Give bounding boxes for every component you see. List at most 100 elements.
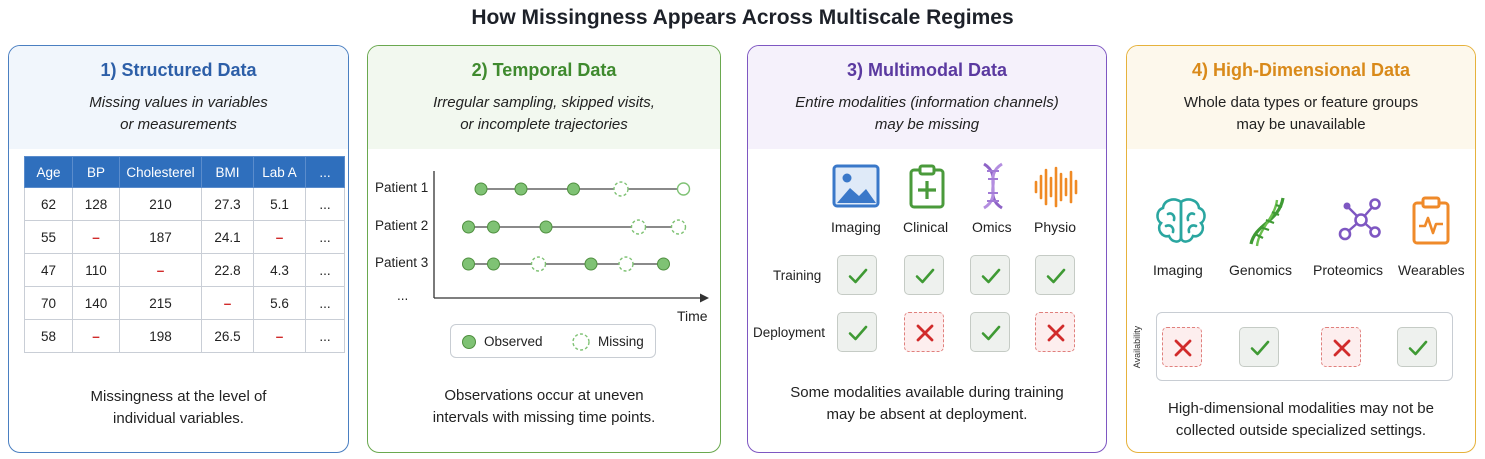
table-cell: 47	[24, 253, 73, 287]
table-header-cell: Age	[24, 156, 73, 188]
available-tile	[837, 312, 877, 352]
hd-modality-label: Wearables	[1398, 262, 1465, 278]
missing-tile	[1035, 312, 1075, 352]
missing-tile	[1162, 327, 1202, 367]
table-cell: 55	[24, 220, 73, 254]
table-cell: –	[72, 220, 120, 254]
hd-modality-label: Proteomics	[1313, 262, 1384, 278]
temporal-footer-line2: intervals with missing time points.	[432, 409, 656, 426]
table-cell: ...	[305, 253, 345, 287]
wearables-clipboard-icon	[1412, 196, 1450, 245]
structured-title: 1) Structured Data	[100, 60, 257, 80]
multimodal-subtitle-line2: may be missing	[874, 116, 980, 133]
patient-label: Patient 2	[375, 218, 429, 233]
brain-icon	[1156, 198, 1206, 243]
temporal-title: 2) Temporal Data	[471, 60, 617, 80]
structured-footer: Missingness at the level of individual v…	[9, 386, 348, 430]
cross-icon	[1333, 339, 1351, 357]
table-cell: 27.3	[201, 187, 254, 221]
modality-label: Imaging	[831, 219, 881, 235]
structured-footer-line1: Missingness at the level of	[90, 388, 267, 405]
highdim-subtitle-line1: Whole data types or feature groups	[1183, 94, 1419, 111]
highdim-subtitle: Whole data types or feature groups may b…	[1127, 92, 1475, 136]
table-cell: –	[72, 319, 120, 353]
missing-point	[670, 219, 687, 235]
timeline-chart	[433, 171, 709, 303]
available-tile	[904, 255, 944, 295]
availability-axis-label: Availability	[1132, 325, 1142, 369]
missing-point	[530, 256, 547, 272]
table-cell: –	[119, 253, 202, 287]
table-cell: 110	[72, 253, 120, 287]
table-cell: 5.6	[253, 286, 306, 320]
observed-point	[567, 182, 580, 196]
observed-point	[462, 257, 475, 271]
table-header-cell: BP	[72, 156, 120, 188]
table-cell: –	[253, 220, 306, 254]
available-tile	[970, 312, 1010, 352]
modality-label: Omics	[972, 219, 1012, 235]
table-header-cell: Lab A	[253, 156, 306, 188]
table-cell: –	[253, 319, 306, 353]
temporal-footer-line1: Observations occur at uneven	[444, 387, 644, 404]
missing-point	[613, 181, 629, 197]
highdim-subtitle-line2: may be unavailable	[1236, 116, 1366, 133]
missing-tile	[1321, 327, 1361, 367]
available-tile	[1239, 327, 1279, 367]
table-cell: 140	[72, 286, 120, 320]
hd-modality-label: Genomics	[1229, 262, 1293, 278]
table-cell: ...	[305, 220, 345, 254]
clinical-icon	[909, 164, 945, 209]
multimodal-footer-line2: may be absent at deployment.	[826, 406, 1028, 423]
table-cell: 5.1	[253, 187, 306, 221]
missing-point	[676, 182, 691, 196]
multimodal-footer: Some modalities available during trainin…	[748, 382, 1106, 426]
deployment-row-label: Deployment	[753, 325, 826, 340]
page-title: How Missingness Appears Across Multiscal…	[471, 6, 1014, 29]
available-tile	[1397, 327, 1437, 367]
highdim-title: 4) High-Dimensional Data	[1191, 60, 1411, 80]
observed-legend-icon	[462, 335, 476, 349]
timeline-legend: Observed Missing	[450, 324, 656, 358]
cross-icon	[1174, 339, 1192, 357]
timeline-axis-arrow	[700, 293, 709, 303]
legend-missing-label: Missing	[598, 334, 644, 349]
multimodal-subtitle: Entire modalities (information channels)…	[748, 92, 1106, 136]
table-cell: 24.1	[201, 220, 254, 254]
table-cell: 210	[119, 187, 202, 221]
table-cell: 215	[119, 286, 202, 320]
table-cell: ...	[305, 187, 345, 221]
check-icon	[848, 268, 868, 284]
missing-tile	[904, 312, 944, 352]
structured-header: 1) Structured Data Missing values in var…	[9, 46, 348, 149]
check-icon	[981, 268, 1001, 284]
modality-label: Physio	[1034, 219, 1077, 235]
table-cell: 58	[24, 319, 73, 353]
highdim-header: 4) High-Dimensional Data Whole data type…	[1127, 46, 1475, 149]
legend-observed-label: Observed	[484, 334, 543, 349]
check-icon	[1408, 340, 1428, 356]
multimodal-footer-line1: Some modalities available during trainin…	[790, 384, 1064, 401]
check-icon	[1046, 268, 1066, 284]
physio-waveform-icon	[1034, 166, 1078, 208]
temporal-header: 2) Temporal Data Irregular sampling, ski…	[368, 46, 720, 149]
table-header-cell: ...	[305, 156, 345, 188]
observed-point	[514, 182, 528, 196]
highdim-footer: High-dimensional modalities may not be c…	[1127, 398, 1475, 442]
table-cell: 187	[119, 220, 202, 254]
available-tile	[837, 255, 877, 295]
patient-label: Patient 3	[375, 255, 429, 270]
check-icon	[915, 268, 935, 284]
multimodal-panel: 3) Multimodal Data Entire modalities (in…	[747, 45, 1107, 453]
temporal-panel: 2) Temporal Data Irregular sampling, ski…	[367, 45, 721, 453]
observed-point	[539, 220, 553, 234]
missing-point	[630, 219, 647, 235]
observed-point	[584, 257, 598, 271]
table-cell: ...	[305, 319, 345, 353]
imaging-icon	[832, 164, 880, 208]
table-cell: 70	[24, 286, 73, 320]
highdim-footer-line2: collected outside specialized settings.	[1175, 422, 1427, 439]
